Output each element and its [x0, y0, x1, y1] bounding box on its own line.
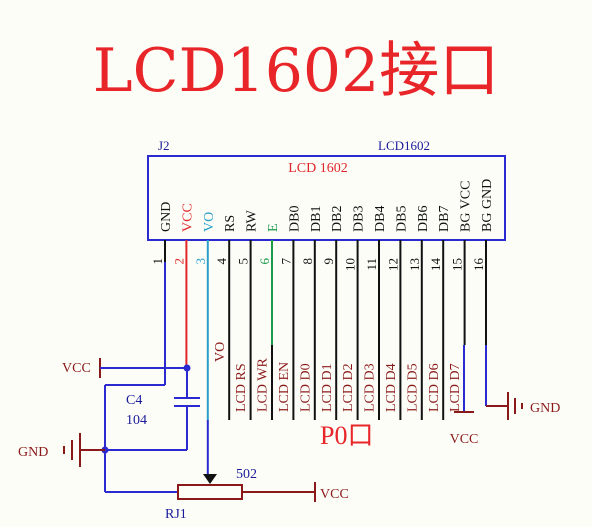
pin-name-7: DB0 [287, 206, 302, 232]
pin-number-4: 4 [214, 258, 229, 265]
component-label: LCD 1602 [288, 161, 348, 176]
net-label-11: LCD D7 [448, 363, 463, 412]
pin-number-14: 14 [428, 258, 443, 272]
pin-name-10: DB3 [352, 206, 367, 232]
vcc-left-label: VCC [62, 361, 91, 376]
pin-group: GND 1 VCC 2 VO 3 RS 4 RW 5 E 6 DB0 7 DB1 8 DB2 9 DB3 10 DB4 1… [150, 179, 495, 345]
pin-name-2: VCC [180, 203, 195, 232]
pin-number-12: 12 [385, 258, 400, 271]
pin-number-15: 15 [450, 258, 465, 271]
pin-name-5: RW [245, 209, 260, 232]
pin-name-4: RS [223, 215, 238, 232]
pin-name-14: DB7 [437, 206, 452, 232]
pin-name-8: DB1 [309, 206, 324, 232]
net-label-10: LCD D6 [427, 363, 442, 412]
net-label-1: LCD RS [234, 363, 249, 412]
cap-ref: C4 [126, 393, 142, 408]
pot-body [177, 484, 243, 500]
net-label-8: LCD D4 [384, 363, 399, 412]
pin-number-11: 11 [364, 258, 379, 271]
pin-number-13: 13 [407, 258, 422, 271]
pin-number-7: 7 [278, 258, 293, 265]
pin-number-2: 2 [171, 258, 186, 265]
pin-number-1: 1 [150, 258, 165, 265]
pin-name-12: DB5 [394, 206, 409, 232]
gnd-right-label: GND [530, 401, 560, 416]
gnd-left-label: GND [18, 445, 48, 460]
net-label-2: LCD WR [256, 358, 271, 412]
pin-name-13: DB6 [416, 206, 431, 232]
pin-number-16: 16 [471, 258, 486, 272]
pin-name-15: BG VCC [459, 181, 474, 232]
page-title: LCD1602接口 [92, 36, 500, 106]
pin-name-3: VO [202, 212, 217, 232]
pot-wiper-arrow [203, 474, 217, 484]
component-part: LCD1602 [378, 138, 430, 153]
pin-number-6: 6 [257, 258, 272, 265]
pot-value: 502 [236, 467, 257, 482]
lcd-component-box [147, 155, 506, 241]
net-label-7: LCD D3 [363, 363, 378, 412]
net-label-group: VO LCD RS LCD WR LCD EN LCD D0 LCD D1 LCD D2 LC… [185, 342, 463, 474]
net-label-9: LCD D5 [405, 363, 420, 412]
vcc-pot-label: VCC [320, 487, 349, 502]
net-label-6: LCD D2 [341, 363, 356, 412]
pin-number-5: 5 [236, 258, 251, 265]
pin-name-11: DB4 [373, 206, 388, 232]
net-label-4: LCD D0 [298, 363, 313, 412]
pin-number-10: 10 [343, 258, 358, 271]
net-label-0: VO [213, 342, 228, 362]
pin-name-1: GND [159, 202, 174, 232]
pin-number-3: 3 [193, 258, 208, 265]
port-label: P0口 [320, 421, 373, 450]
pin-number-8: 8 [300, 258, 315, 265]
pin-name-9: DB2 [330, 206, 345, 232]
pin-name-6: E [266, 223, 281, 232]
component-ref: J2 [158, 138, 170, 153]
net-label-5: LCD D1 [320, 363, 335, 412]
pot-ref: RJ1 [165, 507, 187, 522]
cap-value: 104 [126, 413, 147, 428]
pin-number-9: 9 [321, 258, 336, 265]
vcc-pin15-label: VCC [450, 432, 479, 447]
net-label-3: LCD EN [277, 362, 292, 412]
pin-name-16: BG GND [480, 179, 495, 232]
